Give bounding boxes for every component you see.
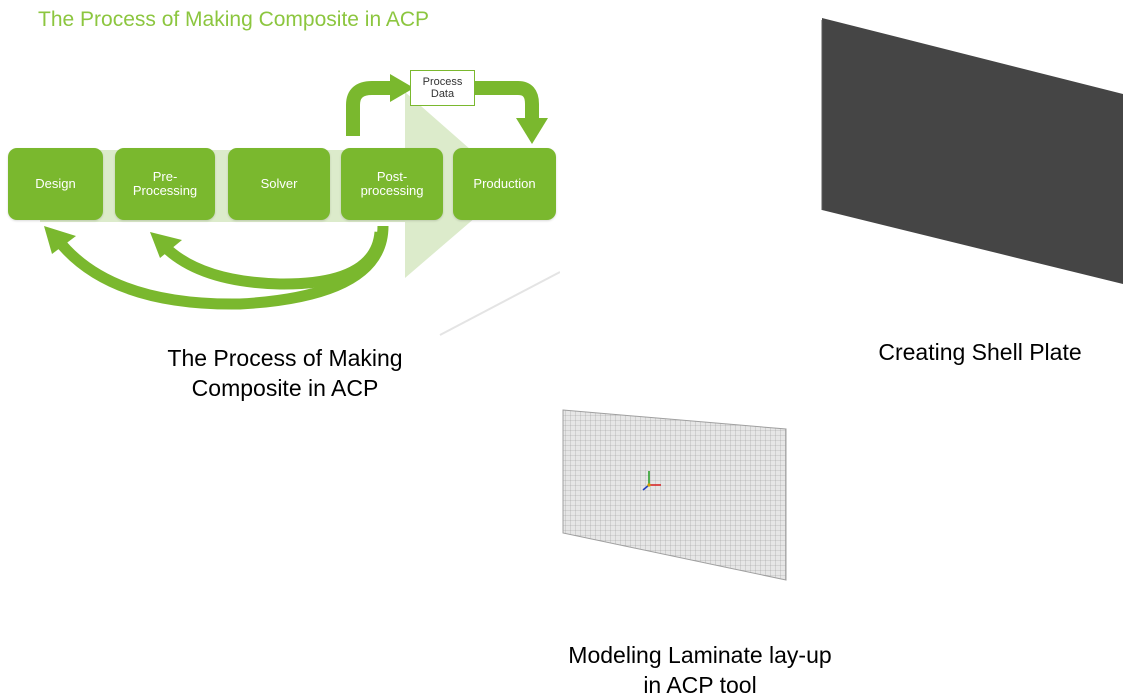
feedback-arrow-design xyxy=(53,225,389,310)
step-pre-processing: Pre- Processing xyxy=(115,148,215,220)
shell-plate xyxy=(822,18,1123,284)
process-data-box: Process Data xyxy=(410,70,475,106)
step-solver: Solver xyxy=(228,148,330,220)
step-production: Production xyxy=(453,148,556,220)
arrow-to-production xyxy=(473,81,539,120)
caption-laminate: Modeling Laminate lay-up in ACP tool xyxy=(568,642,832,698)
step-post-processing: Post- processing xyxy=(341,148,443,220)
diagram-title: The Process of Making Composite in ACP xyxy=(38,8,430,31)
caption-shell: Creating Shell Plate xyxy=(878,339,1082,365)
step-design: Design xyxy=(8,148,103,220)
axis-triad-icon xyxy=(642,471,661,491)
laminate-mesh-image xyxy=(562,409,787,581)
background-line xyxy=(439,271,560,336)
arrow-to-process-data xyxy=(346,81,392,136)
caption-process: The Process of Making Composite in ACP xyxy=(167,345,403,401)
feedback-arrow-preprocessing xyxy=(160,231,386,290)
shell-plate-image xyxy=(821,18,1123,284)
